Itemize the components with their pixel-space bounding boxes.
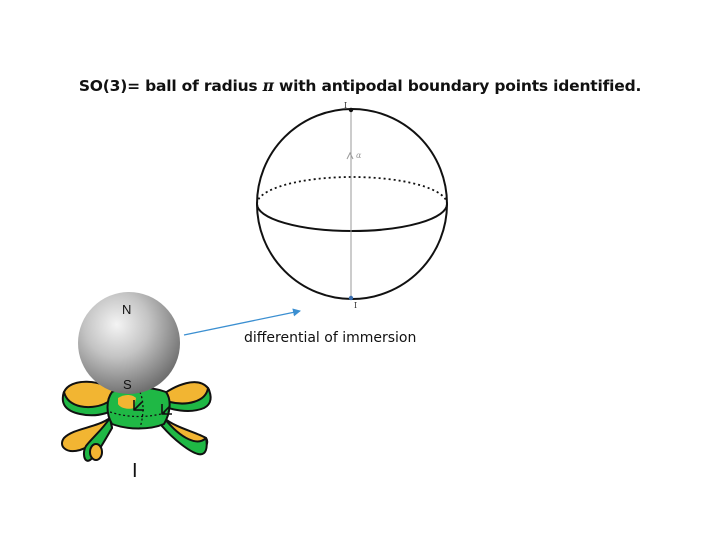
sphere-north-label: N	[122, 302, 132, 317]
sphere-south-label: S	[123, 377, 132, 392]
title-text-before: SO(3)= ball of radius	[78, 77, 263, 95]
tangent-arrow-left-2	[133, 401, 143, 411]
title-text-after: with antipodal boundary points identifie…	[273, 77, 642, 95]
immersion-arrow	[183, 308, 301, 336]
ball-bottom-label: I	[354, 301, 357, 310]
ball-outline	[256, 108, 448, 300]
ribbon-surface	[61, 380, 212, 462]
tangent-arrow-right-2	[161, 405, 171, 415]
so3-ball: I I α	[256, 101, 448, 310]
alpha-label: α	[356, 151, 362, 160]
ribbon-center-yellow	[118, 395, 136, 409]
south-point-dot	[348, 295, 354, 301]
arrow-caption: differential of immersion	[244, 330, 417, 346]
ribbon-left-loop-eye	[89, 443, 103, 461]
equator-back-dotted	[256, 176, 448, 205]
ribbon-center-body	[106, 386, 171, 430]
ribbon-right-loop-green	[161, 417, 208, 456]
tangent-frame-right	[161, 404, 172, 415]
gray-sphere	[78, 292, 180, 394]
surface-label: I	[132, 460, 138, 482]
ball-top-label: I	[344, 101, 347, 110]
north-point-dot	[348, 107, 354, 113]
equator-front	[256, 203, 448, 232]
pi-symbol: π	[262, 76, 274, 95]
tangent-frame-left	[133, 400, 144, 411]
alpha-arrow-icon	[346, 151, 354, 160]
ribbon-dotted-curve-2	[139, 391, 144, 429]
slide-title: SO(3)= ball of radius π with antipodal b…	[0, 76, 720, 95]
